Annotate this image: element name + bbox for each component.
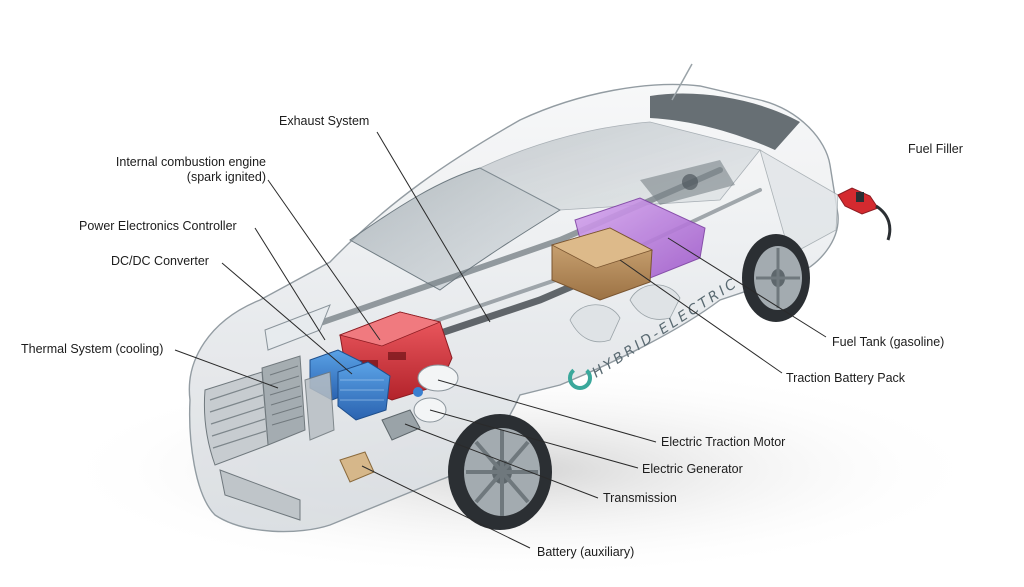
label-ice-line2: (spark ignited) (186, 170, 266, 184)
label-power-electronics-controller: Power Electronics Controller (79, 219, 237, 233)
label-electric-traction-motor: Electric Traction Motor (661, 435, 786, 449)
leader-pec (254, 227, 326, 341)
label-dcdc-converter: DC/DC Converter (111, 254, 209, 268)
transmission (381, 409, 421, 441)
label-exhaust-system: Exhaust System (279, 114, 370, 128)
label-internal-combustion-engine: Internal combustion engine (spark ignite… (106, 155, 266, 185)
leader-exhaust (376, 131, 491, 323)
label-electric-generator: Electric Generator (642, 462, 743, 476)
label-thermal-system: Thermal System (cooling) (21, 342, 164, 356)
label-battery-auxiliary: Battery (auxiliary) (537, 545, 635, 559)
label-fuel-filler: Fuel Filler (908, 142, 963, 156)
leader-fuel-tank (667, 237, 827, 338)
leader-generator (429, 409, 639, 469)
leader-lines (174, 131, 827, 549)
label-ice-line1: Internal combustion engine (115, 155, 266, 169)
label-transmission: Transmission (603, 491, 677, 505)
leader-aux-battery (361, 465, 531, 549)
leader-thermal (174, 349, 279, 389)
leader-ice (267, 179, 381, 341)
leader-dcdc (221, 262, 353, 375)
dcdc-converter (337, 361, 391, 421)
electric-traction-motor (417, 364, 459, 392)
fuel-filler-nozzle (837, 187, 892, 241)
rear-window (650, 93, 800, 150)
thermal-system (261, 355, 335, 446)
front-wheel (448, 414, 552, 530)
label-traction-battery-pack: Traction Battery Pack (786, 371, 906, 385)
leader-transmission (404, 423, 599, 499)
leader-traction-battery (619, 259, 783, 374)
front-grille (203, 371, 269, 466)
label-fuel-tank: Fuel Tank (gasoline) (832, 335, 945, 349)
rear-wheel (742, 234, 810, 322)
leader-traction-motor (437, 379, 657, 443)
